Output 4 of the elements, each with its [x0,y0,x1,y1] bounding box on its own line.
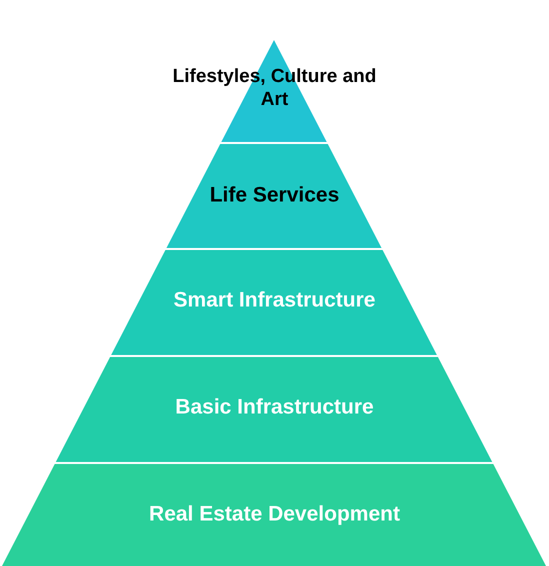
tier-label: Basic Infrastructure [174,394,375,420]
tier-label: Smart Infrastructure [172,287,376,313]
tier-label: Real Estate Development [148,501,401,527]
tier-label: Life Services [208,182,340,208]
